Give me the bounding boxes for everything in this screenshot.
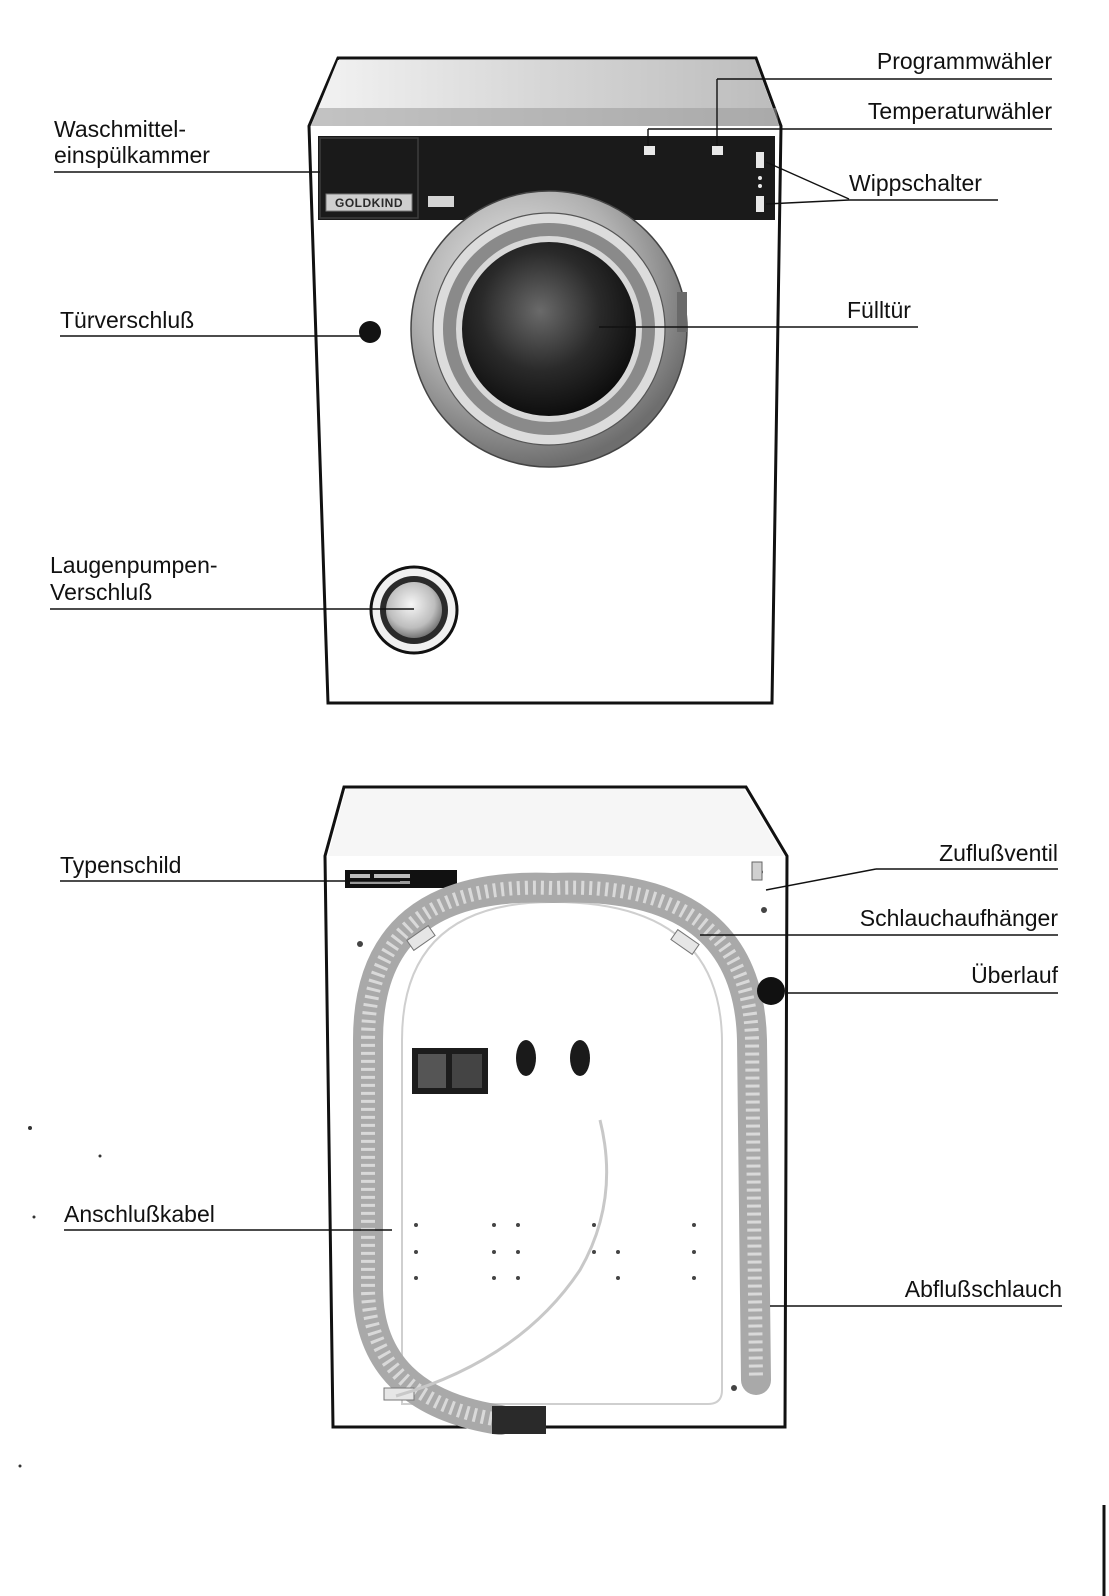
brand-logo: GOLDKIND: [335, 196, 403, 210]
label-waschmittel-1: Waschmittel-: [54, 116, 186, 142]
rocker-switch-2: [756, 196, 764, 212]
rear-panel: [402, 902, 722, 1404]
program-knob: [712, 146, 723, 155]
label-abflussschlauch: Abflußschlauch: [905, 1276, 1062, 1302]
label-anschlusskabel: Anschlußkabel: [64, 1201, 215, 1227]
hose-end: [492, 1406, 546, 1434]
label-tuerverschluss: Türverschluß: [60, 307, 194, 333]
rocker-switch-1: [756, 152, 764, 168]
label-waschmittel-2: einspülkammer: [54, 142, 210, 168]
door-glass: [459, 239, 639, 419]
scan-marks: [19, 1126, 102, 1468]
rear-hole-right: [570, 1040, 590, 1076]
overflow-opening: [757, 977, 785, 1005]
label-programmwaehler: Programmwähler: [877, 48, 1052, 74]
rating-plate: [345, 870, 457, 888]
label-laugenpumpe-1: Laugenpumpen-: [50, 552, 218, 578]
door-hinge: [677, 292, 687, 332]
label-wippschalter: Wippschalter: [849, 170, 982, 196]
label-typenschild: Typenschild: [60, 852, 181, 878]
label-fuelltuer: Fülltür: [847, 297, 911, 323]
label-temperaturwaehler: Temperaturwähler: [868, 98, 1052, 124]
label-laugenpumpe-2: Verschluß: [50, 579, 152, 605]
rear-hole-left: [516, 1040, 536, 1076]
back-view: [325, 787, 787, 1434]
front-view: GOLDKIND: [309, 58, 781, 703]
label-ueberlauf: Überlauf: [971, 962, 1059, 988]
label-schlauchaufhaenger: Schlauchaufhänger: [860, 905, 1059, 931]
temperature-knob: [644, 146, 655, 155]
door-latch: [359, 321, 381, 343]
label-zuflussventil: Zuflußventil: [939, 840, 1058, 866]
inlet-valve: [752, 862, 762, 880]
program-indicator: [428, 196, 454, 207]
